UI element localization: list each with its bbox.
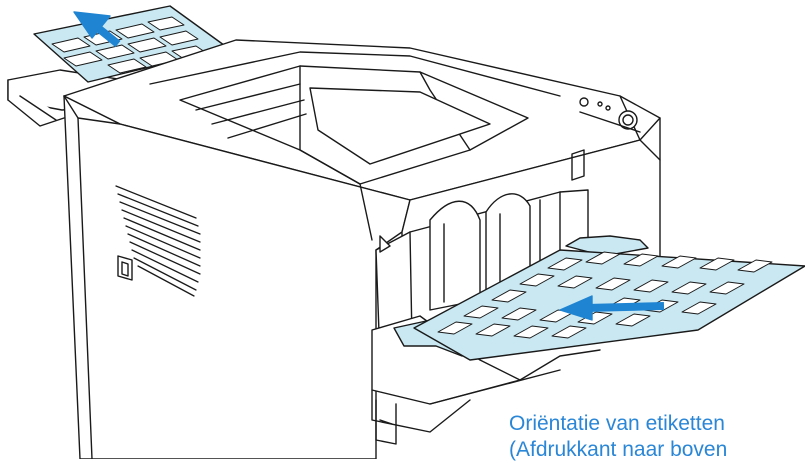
printer-top — [63, 39, 641, 201]
caption-line-2: (Afdrukkant naar boven — [509, 438, 728, 461]
feed-direction-arrow — [559, 295, 665, 321]
output-direction-arrow — [73, 11, 121, 48]
caption-line-1: Oriëntatie van etiketten — [509, 412, 725, 435]
vent-grille — [115, 185, 201, 297]
power-switch — [117, 255, 133, 281]
